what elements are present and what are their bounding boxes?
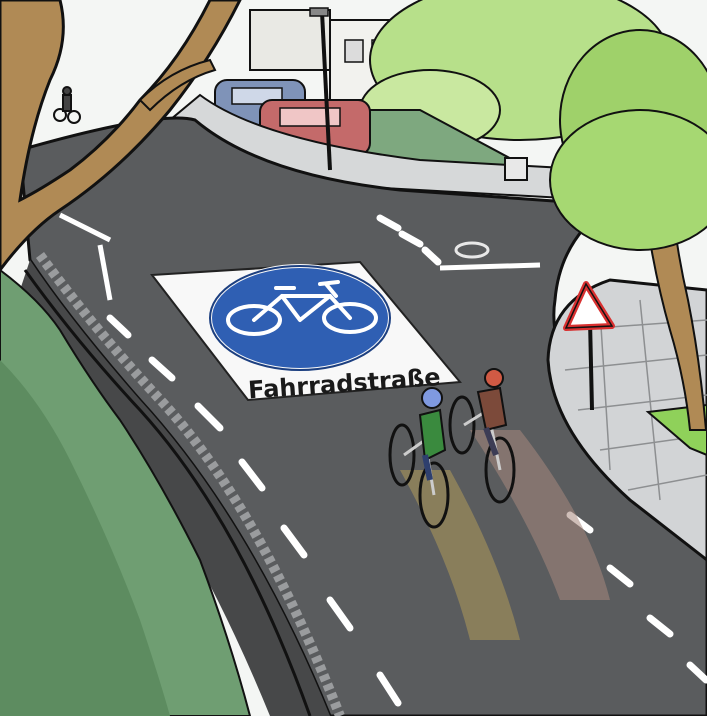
left-bushes-highlight — [0, 360, 170, 716]
road-shadow — [20, 260, 330, 716]
helmet-red — [484, 368, 504, 388]
bicycle-icon — [226, 280, 378, 336]
tree-left — [0, 0, 242, 273]
manhole-cover — [454, 241, 490, 259]
lane-markings — [106, 214, 707, 707]
cyclist-front — [388, 387, 450, 529]
tree-right-canopy — [549, 109, 707, 251]
left-curb — [23, 269, 312, 716]
right-sidewalk — [546, 278, 707, 562]
cyclist-shadows — [400, 430, 610, 640]
junction-lines — [58, 212, 541, 301]
warning-sign — [563, 281, 615, 411]
bicycle-street-marking: Fahrradstraße — [150, 260, 462, 404]
helmet-blue — [421, 387, 443, 409]
waste-bin — [504, 157, 528, 181]
left-gutter — [35, 252, 345, 716]
street-lamp — [309, 7, 332, 171]
cyclist-back — [448, 368, 516, 504]
distant-cyclist — [53, 86, 81, 124]
